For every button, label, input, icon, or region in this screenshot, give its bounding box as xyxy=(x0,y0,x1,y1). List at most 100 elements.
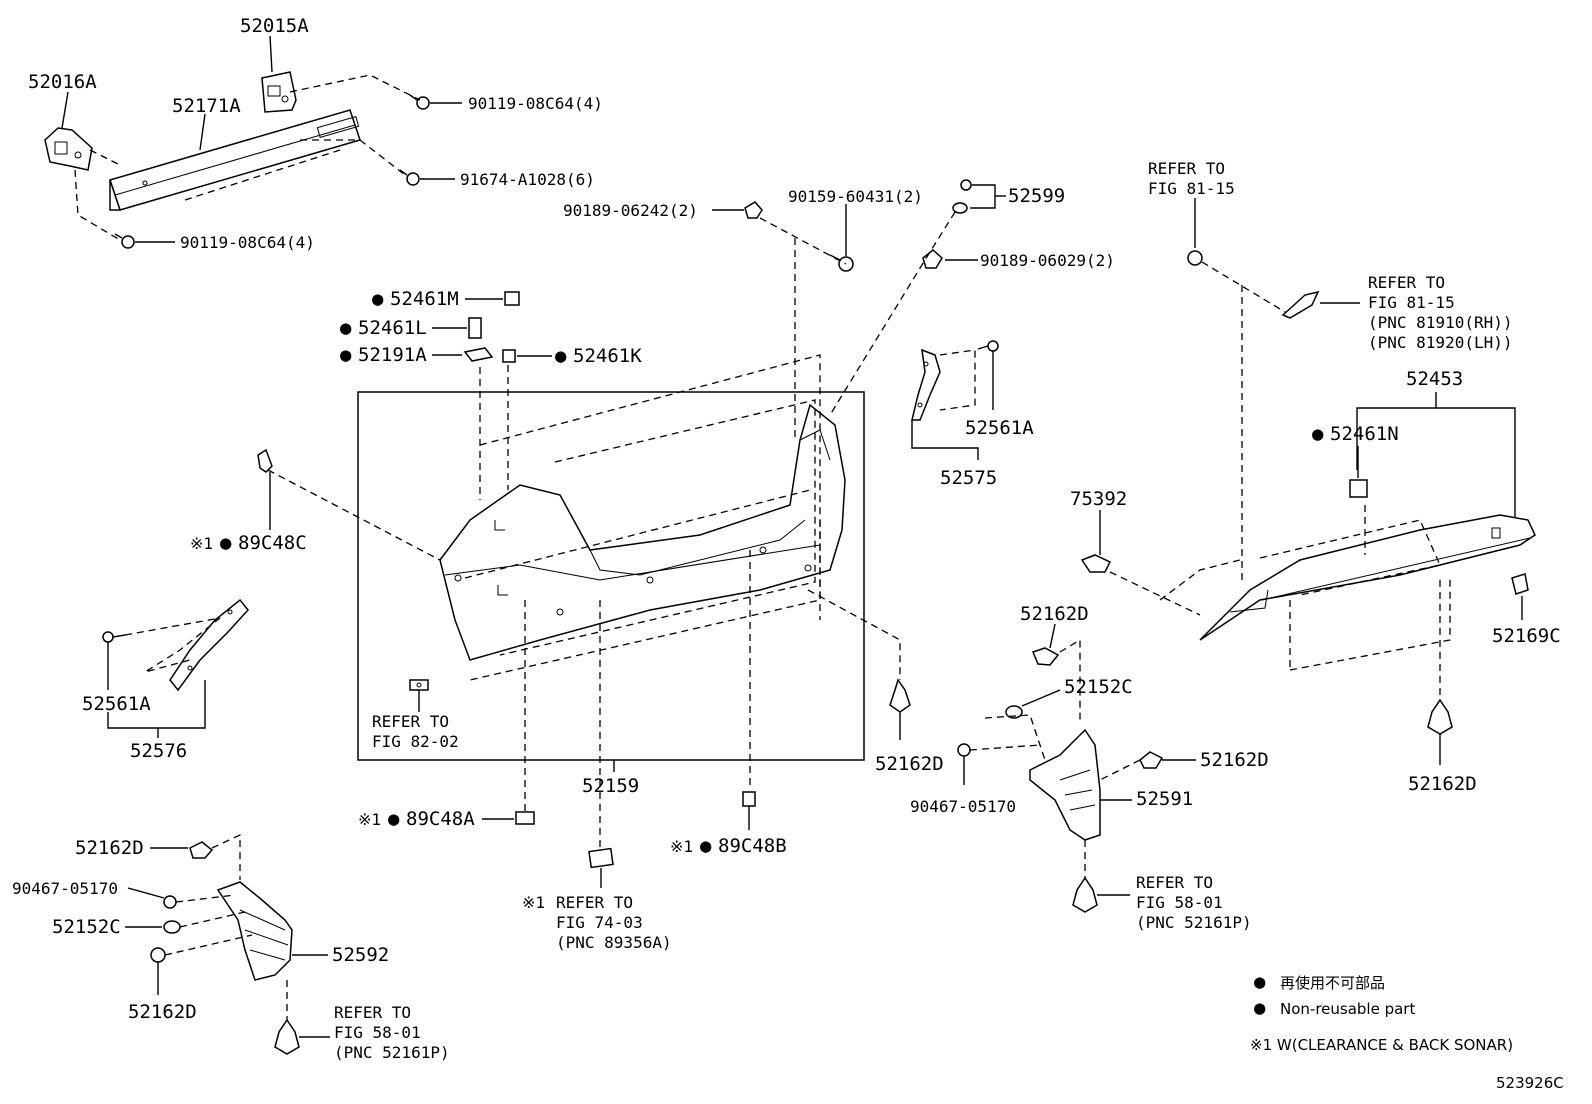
retainer-icon xyxy=(409,679,429,691)
bumper-cover-52159 xyxy=(439,403,846,661)
refer-58-01-left-line2: FIG 58-01 xyxy=(334,1023,421,1042)
note-marker: ※1 xyxy=(190,534,213,553)
part-label-90467-right: 90467-05170 xyxy=(910,797,1016,816)
push-clip-icon xyxy=(889,678,911,740)
label-sticker xyxy=(588,847,614,869)
grommet-icon xyxy=(952,179,972,214)
refer-82-02-line2: FIG 82-02 xyxy=(372,732,459,751)
marker-dot: ● xyxy=(1254,971,1266,993)
part-label-90119-top: 90119-08C64(4) xyxy=(468,94,603,113)
part-label-52576: 52576 xyxy=(130,740,187,762)
part-label-90119-bottom: 90119-08C64(4) xyxy=(180,233,315,252)
refer-81-15-side-line3: (PNC 81910(RH)) xyxy=(1368,313,1513,332)
part-label-90159-60431: 90159-60431(2) xyxy=(788,187,923,206)
marker-dot: ● xyxy=(340,344,352,366)
part-label-52162D-center: 52162D xyxy=(875,753,944,775)
part-label-52461N: 52461N xyxy=(1330,423,1399,445)
pad-52461K xyxy=(502,349,516,363)
part-label-52453: 52453 xyxy=(1406,368,1463,390)
screw-icon xyxy=(1187,250,1203,266)
reinforcement-bar-52171A xyxy=(109,109,361,211)
push-clip-icon xyxy=(150,947,166,963)
refer-58-01-left-line1: REFER TO xyxy=(334,1003,411,1022)
mudguard-52591 xyxy=(1029,728,1101,841)
part-label-52152C-right: 52152C xyxy=(1064,676,1133,698)
sensor-89C48A xyxy=(515,811,535,825)
push-clip-icon xyxy=(1427,698,1453,765)
clip-icon xyxy=(922,249,943,269)
legend-non-reusable-en: Non-reusable part xyxy=(1280,1000,1415,1018)
pad-52461N xyxy=(1349,479,1368,498)
part-label-52561A-left: 52561A xyxy=(82,693,151,715)
screw-icon xyxy=(163,895,177,909)
refer-74-03-line2: FIG 74-03 xyxy=(556,913,643,932)
part-label-89C48C: 89C48C xyxy=(238,532,307,554)
part-label-52592: 52592 xyxy=(332,944,389,966)
bolt-icon xyxy=(399,169,420,186)
refer-74-03-line1: REFER TO xyxy=(556,893,633,912)
refer-81-15-top-line2: FIG 81-15 xyxy=(1148,179,1235,198)
screw-icon xyxy=(957,743,971,785)
diagram-id: 523926C xyxy=(1496,1074,1564,1092)
bolt-icon xyxy=(409,94,430,110)
marker-dot: ● xyxy=(220,532,232,554)
legend: ● 再使用不可部品 ● Non-reusable part ※1 W(CLEAR… xyxy=(1250,971,1564,1092)
note-marker: ※1 xyxy=(670,837,693,856)
refer-81-15-side-line4: (PNC 81920(LH)) xyxy=(1368,333,1513,352)
sensor-89C48C xyxy=(257,448,273,530)
bracket-52016A xyxy=(44,127,93,171)
refer-58-01-right-line1: REFER TO xyxy=(1136,873,1213,892)
part-label-52191A: 52191A xyxy=(358,344,427,366)
part-label-52599: 52599 xyxy=(1008,185,1065,207)
part-label-52561A-right: 52561A xyxy=(965,417,1034,439)
fastener-icon xyxy=(1005,705,1023,719)
bumper-cover-group: REFER TO FIG 82-02 52159 xyxy=(267,238,901,850)
part-label-52461K: 52461K xyxy=(573,345,642,367)
refer-58-01-left-line3: (PNC 52161P) xyxy=(334,1043,450,1062)
part-label-52461L: 52461L xyxy=(358,317,427,339)
part-label-89C48A: 89C48A xyxy=(406,808,475,830)
note-marker: ※1 xyxy=(358,810,381,829)
mudguard-52592 xyxy=(216,881,293,981)
marker-dot: ● xyxy=(1312,423,1324,445)
reflector-icon xyxy=(1281,290,1320,319)
pad-52461M xyxy=(504,291,520,306)
step-pad-52453 xyxy=(1199,514,1536,641)
part-label-52591: 52591 xyxy=(1136,788,1193,810)
marker-dot: ● xyxy=(700,835,712,857)
bracket-52015A xyxy=(261,71,297,113)
refer-81-15-top-line1: REFER TO xyxy=(1148,159,1225,178)
bumper-cover-frame xyxy=(357,391,865,761)
legend-note: ※1 W(CLEARANCE & BACK SONAR) xyxy=(1250,1036,1513,1054)
marker-dot: ● xyxy=(340,317,352,339)
part-label-52152C-left: 52152C xyxy=(52,916,121,938)
part-label-90189-06029: 90189-06029(2) xyxy=(980,251,1115,270)
cap-52169C xyxy=(1511,573,1529,595)
part-label-52162D-left-bottom: 52162D xyxy=(128,1001,197,1023)
bolt-icon xyxy=(114,233,135,249)
screw-icon xyxy=(977,340,999,352)
push-clip-icon xyxy=(274,1018,300,1055)
part-label-52461M: 52461M xyxy=(390,288,459,310)
part-label-52162D-left-top: 52162D xyxy=(75,837,144,859)
pad-52461L xyxy=(468,317,482,339)
push-clip-icon xyxy=(1031,647,1060,666)
part-label-52016A: 52016A xyxy=(28,71,97,93)
part-label-90467-left: 90467-05170 xyxy=(12,879,118,898)
side-retainer-52575 xyxy=(911,348,941,421)
part-label-89C48B: 89C48B xyxy=(718,835,787,857)
refer-58-01-right-line3: (PNC 52161P) xyxy=(1136,913,1252,932)
part-label-75392: 75392 xyxy=(1070,488,1127,510)
bumper-reinforcement-group: 52015A 52016A 52171A 90119-08C64(4) 9167… xyxy=(28,15,603,252)
clip-icon xyxy=(744,201,763,219)
refer-58-01-right-line2: FIG 58-01 xyxy=(1136,893,1223,912)
fastener-icon xyxy=(163,920,181,934)
part-label-52159: 52159 xyxy=(582,775,639,797)
part-label-91674: 91674-A1028(6) xyxy=(460,170,595,189)
part-label-52162D-top-right: 52162D xyxy=(1020,603,1089,625)
note-marker: ※1 xyxy=(522,893,545,912)
marker-dot: ● xyxy=(388,808,400,830)
legend-non-reusable-jp: 再使用不可部品 xyxy=(1280,974,1385,992)
part-label-52015A: 52015A xyxy=(240,15,309,37)
